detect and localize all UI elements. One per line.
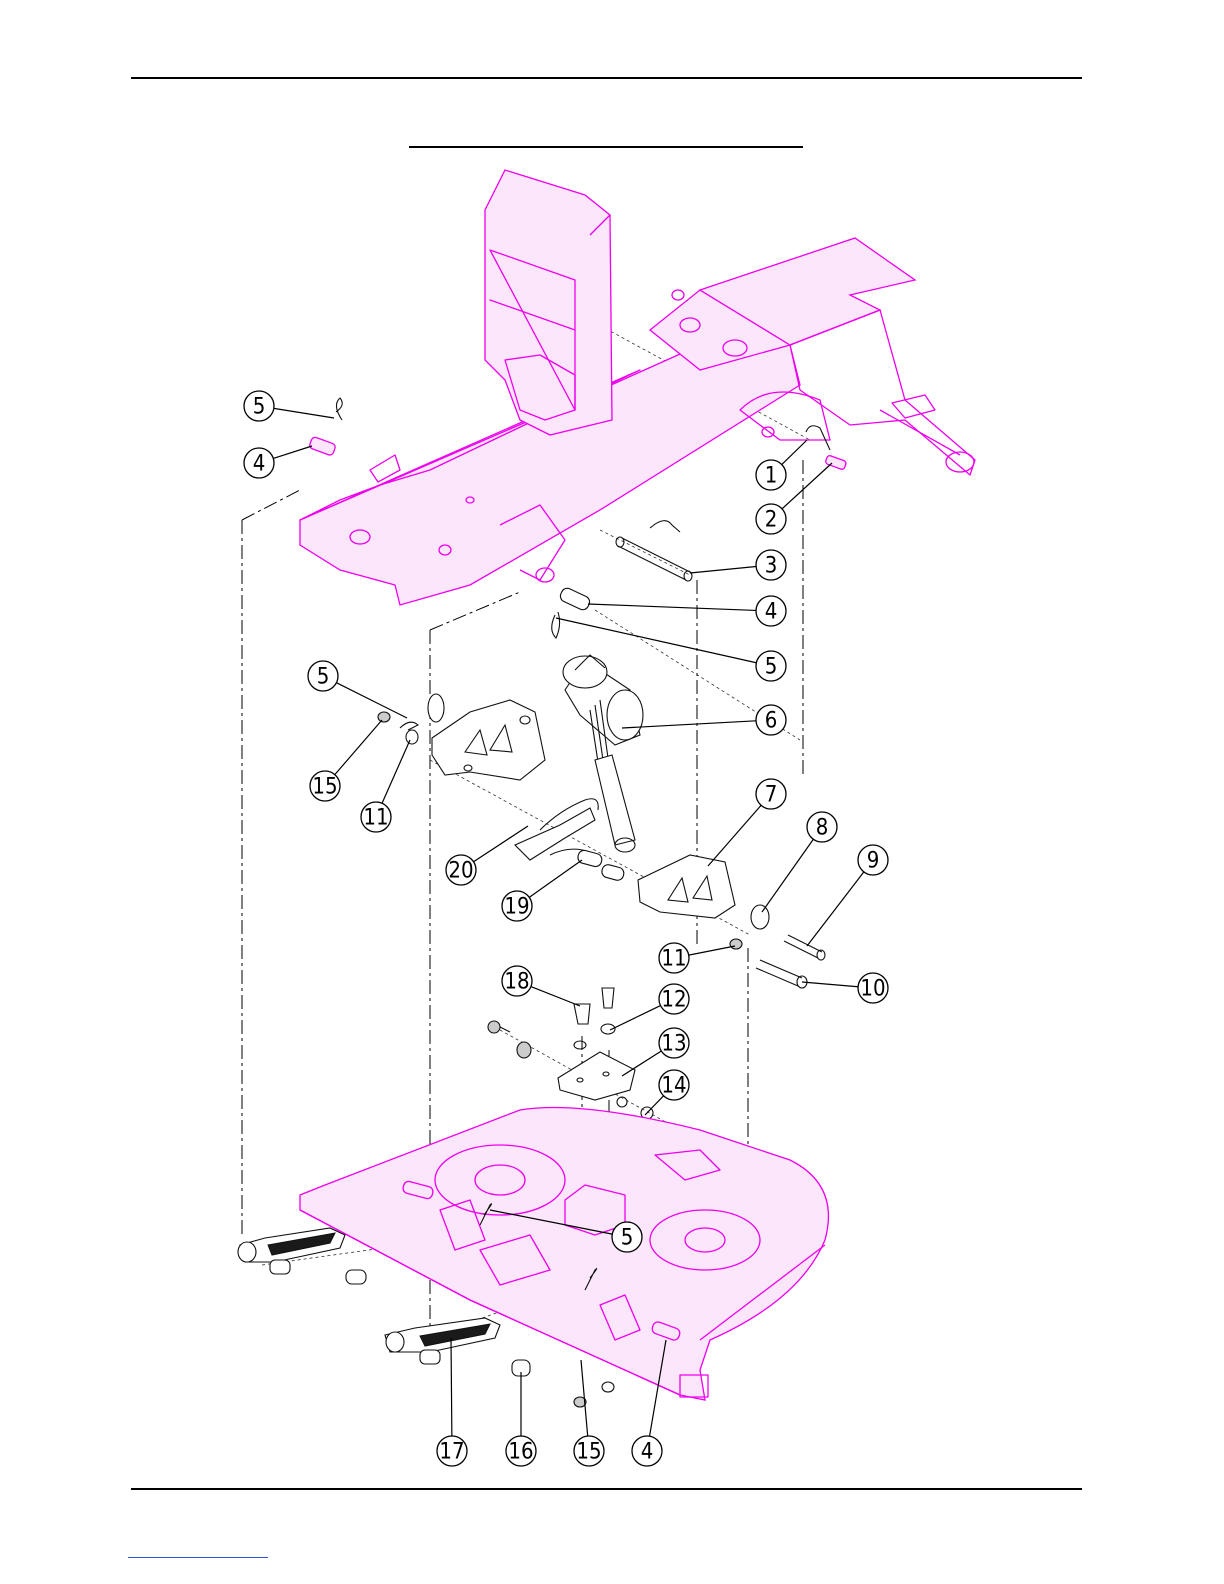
callout-18: 18 <box>502 966 532 996</box>
callout-15: 15 <box>310 771 340 801</box>
leader-line <box>274 408 334 418</box>
callout-7: 7 <box>756 779 786 809</box>
callout-label: 4 <box>765 600 778 625</box>
callout-label: 10 <box>860 977 885 1002</box>
callout-label: 17 <box>439 1440 464 1465</box>
callout-3: 3 <box>756 550 786 580</box>
callout-label: 15 <box>576 1440 601 1465</box>
callout-label: 5 <box>317 665 330 690</box>
leader-line <box>622 1051 661 1076</box>
callout-label: 9 <box>867 849 880 874</box>
callout-label: 16 <box>508 1440 533 1465</box>
callout-label: 3 <box>765 554 778 579</box>
callout-label: 11 <box>363 806 388 831</box>
leader-line <box>588 604 756 610</box>
leader-line <box>690 566 756 573</box>
callout-5: 5 <box>308 661 338 691</box>
callout-4: 4 <box>756 596 786 626</box>
leader-line <box>336 683 407 718</box>
leader-line <box>335 720 382 775</box>
callout-2: 2 <box>756 504 786 534</box>
leader-line <box>451 1338 452 1436</box>
callout-16: 16 <box>506 1436 536 1466</box>
callout-10: 10 <box>858 973 888 1003</box>
callout-11: 11 <box>361 802 391 832</box>
callout-13: 13 <box>659 1028 689 1058</box>
callout-12: 12 <box>659 984 689 1014</box>
leader-line <box>531 987 580 1006</box>
leader-line <box>782 463 832 509</box>
leader-line <box>645 1096 664 1115</box>
tractor-frame <box>300 170 975 605</box>
leader-line <box>610 1006 661 1030</box>
callout-17: 17 <box>437 1436 467 1466</box>
callout-1: 1 <box>756 460 786 490</box>
leader-line <box>708 805 761 866</box>
callout-label: 15 <box>312 775 337 800</box>
callout-6: 6 <box>756 705 786 735</box>
callout-label: 4 <box>641 1440 654 1465</box>
callout-label: 14 <box>661 1074 686 1099</box>
leader-line <box>762 839 813 912</box>
callout-label: 11 <box>661 947 686 972</box>
mower-deck <box>300 1108 828 1401</box>
callout-label: 1 <box>765 464 778 489</box>
callout-14: 14 <box>659 1070 689 1100</box>
callout-9: 9 <box>858 845 888 875</box>
callout-4: 4 <box>632 1436 662 1466</box>
leader-line <box>807 872 864 946</box>
callout-5: 5 <box>612 1222 642 1252</box>
leader-line <box>802 982 858 987</box>
callout-20: 20 <box>446 855 476 885</box>
callout-label: 7 <box>765 783 778 808</box>
callout-5: 5 <box>244 391 274 421</box>
callout-label: 4 <box>253 452 266 477</box>
callout-8: 8 <box>807 812 837 842</box>
callout-label: 20 <box>448 859 473 884</box>
callout-label: 5 <box>621 1226 634 1251</box>
callout-19: 19 <box>502 891 532 921</box>
callout-label: 2 <box>765 508 778 533</box>
leader-line <box>273 446 312 458</box>
leader-line <box>382 740 410 803</box>
callout-label: 5 <box>765 655 778 680</box>
callout-4: 4 <box>244 448 274 478</box>
callout-15: 15 <box>574 1436 604 1466</box>
callout-label: 8 <box>816 816 829 841</box>
leader-line <box>689 946 735 955</box>
callout-11: 11 <box>659 943 689 973</box>
callout-label: 13 <box>661 1032 686 1057</box>
callout-label: 6 <box>765 709 778 734</box>
callout-label: 19 <box>504 895 529 920</box>
callout-5: 5 <box>756 651 786 681</box>
callout-label: 12 <box>661 988 686 1013</box>
callout-label: 18 <box>504 970 529 995</box>
leader-line <box>529 860 582 897</box>
callout-label: 5 <box>253 395 266 420</box>
